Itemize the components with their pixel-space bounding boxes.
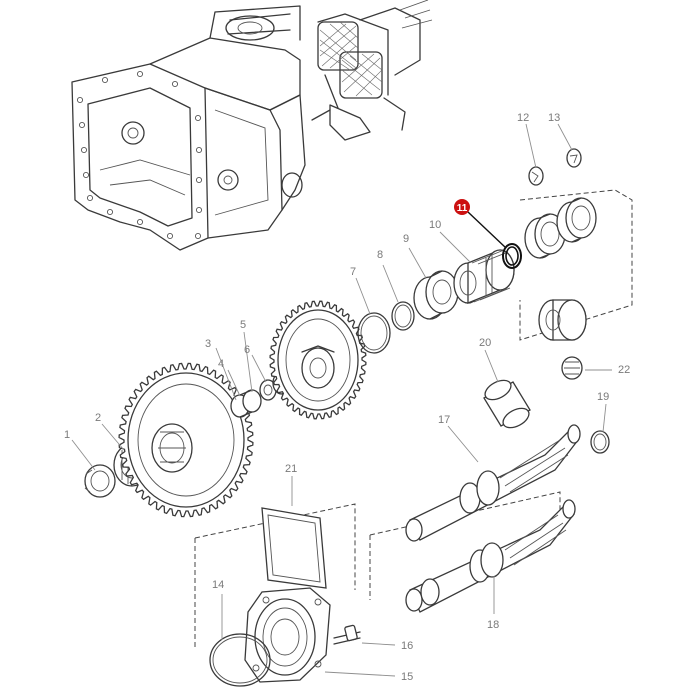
callout-4: 4 (218, 358, 224, 370)
callout-21: 21 (285, 463, 297, 475)
lower-bearing-assembly (538, 299, 587, 341)
callout-19: 19 (597, 391, 609, 403)
callout-15: 15 (401, 671, 413, 683)
transmission-housing (71, 5, 306, 251)
callout-14: 14 (212, 579, 224, 591)
callout-9: 9 (403, 233, 409, 245)
callout-2: 2 (95, 412, 101, 424)
leader-lines (71, 123, 612, 677)
part-21-gasket (261, 507, 327, 589)
assembly-group-outlines (194, 189, 633, 650)
large-spur-gear (118, 362, 254, 518)
callout-18: 18 (487, 619, 499, 631)
callout-8: 8 (377, 249, 383, 261)
callout-3: 3 (205, 338, 211, 350)
callout-labels: 1 2 3 4 5 6 7 8 9 10 11 12 13 14 15 16 1… (64, 112, 630, 683)
part-20-sleeve (483, 379, 531, 429)
callout-7: 7 (350, 266, 356, 278)
medium-spur-gear (269, 300, 367, 420)
callout-22: 22 (618, 364, 630, 376)
part-8-circlip (391, 301, 415, 331)
part-18-splined-shaft (405, 499, 576, 613)
part-1-seal (84, 464, 116, 498)
part-14-o-ring (209, 633, 271, 687)
callout-5: 5 (240, 319, 246, 331)
part-19-circlip (590, 430, 610, 454)
part-13-small-ring (566, 148, 582, 168)
part-4-bushing (230, 389, 262, 418)
callout-10: 10 (429, 219, 441, 231)
callout-11-highlight: 11 (454, 199, 470, 215)
part-17-splined-shaft (405, 424, 581, 542)
callout-1: 1 (64, 429, 70, 441)
part-12-small-clip (528, 166, 544, 186)
callout-13: 13 (548, 112, 560, 124)
callout-20: 20 (479, 337, 491, 349)
part-15-cover-housing (244, 587, 331, 683)
part-9-bearing (413, 270, 459, 320)
part-10-splined-collar (453, 249, 515, 304)
callout-11: 11 (457, 203, 468, 214)
callout-6: 6 (244, 344, 250, 356)
callout-16: 16 (401, 640, 413, 652)
part-6-spacer (259, 379, 277, 401)
part-13-bearing (556, 197, 597, 243)
part-16-bolt (333, 624, 361, 645)
callout-12: 12 (517, 112, 529, 124)
shift-mechanism (311, 0, 433, 141)
part-22-roller-bearing (561, 356, 583, 380)
part-11-o-ring (502, 243, 522, 269)
callout-17: 17 (438, 414, 450, 426)
part-7-snap-ring (357, 312, 391, 354)
